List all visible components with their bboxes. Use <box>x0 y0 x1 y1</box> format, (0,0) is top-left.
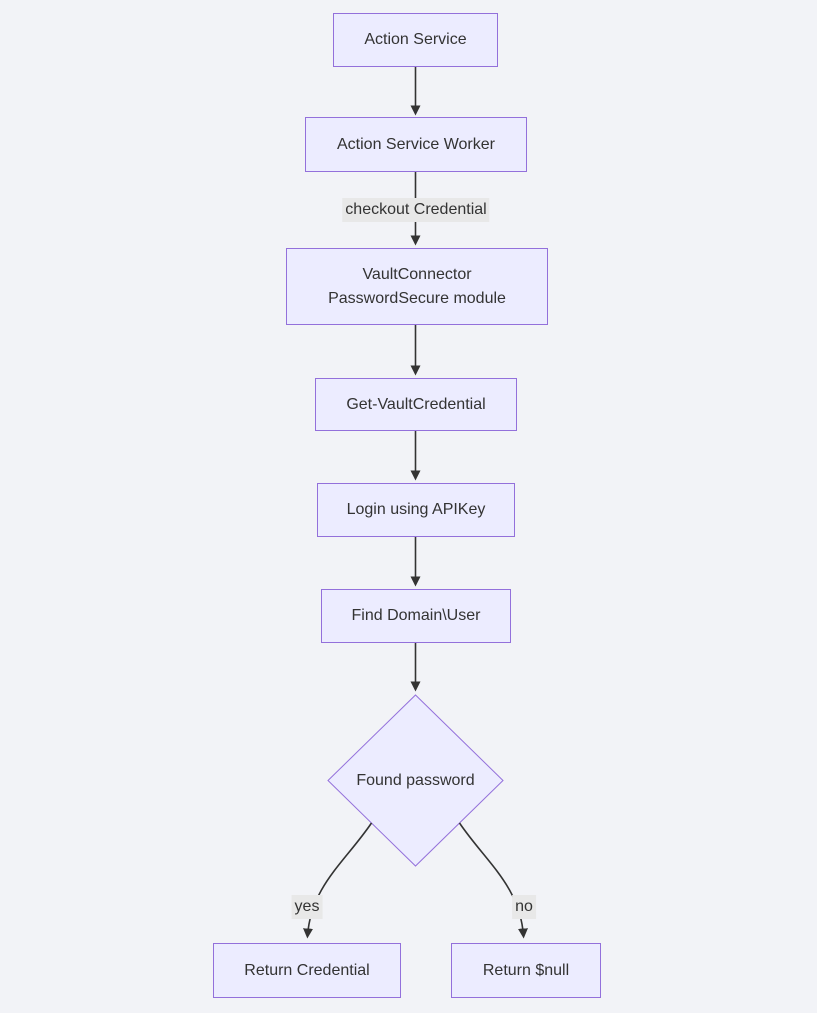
node-label: Login using APIKey <box>346 501 486 518</box>
node-label: Return $null <box>482 961 570 979</box>
edge-label-checkout-credential: checkout Credential <box>342 198 490 222</box>
node-return-null: Return $null <box>451 943 601 998</box>
edge-yes <box>303 822 373 939</box>
node-label: Get-VaultCredential <box>346 395 486 413</box>
node-action-service: Action Service <box>333 13 498 67</box>
edge-no <box>458 822 528 939</box>
node-login-using-apikey: Login using APIKey <box>317 483 515 537</box>
node-action-service-worker: Action Service Worker <box>305 117 527 172</box>
node-label: Action Service Worker <box>337 135 495 153</box>
node-vault-connector: VaultConnector PasswordSecure module <box>286 248 548 325</box>
node-label-line2: PasswordSecure module <box>328 289 506 307</box>
node-find-domain-user: Find Domain\User <box>321 589 511 643</box>
node-get-vaultcredential: Get-VaultCredential <box>315 378 517 431</box>
node-label-line1: VaultConnector <box>362 265 472 283</box>
node-label: Found password <box>356 771 475 789</box>
node-label: Return Credential <box>244 961 370 979</box>
node-label: Action Service <box>364 31 467 48</box>
node-found-password: Found password <box>328 695 503 866</box>
edge-label-no: no <box>512 895 536 919</box>
node-return-credential: Return Credential <box>213 943 401 998</box>
node-label: Find Domain\User <box>351 607 481 624</box>
edge-label-yes: yes <box>291 895 323 919</box>
